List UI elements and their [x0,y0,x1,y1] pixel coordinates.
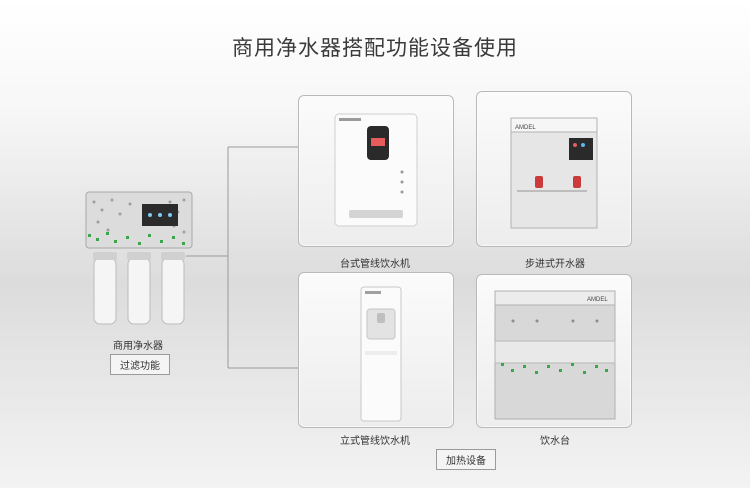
step-boiler-caption: 步进式开水器 [525,259,585,270]
device-card-step-boiler: AMDEL [476,91,632,247]
heating-equipment-tag: 加热设备 [436,449,496,470]
desktop-dispenser-image [334,113,418,227]
device-card-drinking-station: AMDEL [476,274,632,428]
filter-function-tag: 过滤功能 [110,354,170,375]
purifier-caption: 商用净水器 [113,341,163,352]
drinking-station-image: AMDEL [494,290,616,420]
desktop-dispenser-caption: 台式管线饮水机 [340,259,410,270]
device-card-vertical-dispenser [298,272,454,428]
drinking-station-caption: 饮水台 [540,436,570,447]
page-title: 商用净水器搭配功能设备使用 [232,36,518,60]
purifier-image [84,190,194,330]
brand-label-2: AMDEL [587,297,608,303]
step-boiler-image: AMDEL [510,117,598,229]
vertical-dispenser-caption: 立式管线饮水机 [340,436,410,447]
device-card-desktop-dispenser [298,95,454,247]
brand-label-1: AMDEL [515,125,536,131]
vertical-dispenser-image [360,286,402,422]
